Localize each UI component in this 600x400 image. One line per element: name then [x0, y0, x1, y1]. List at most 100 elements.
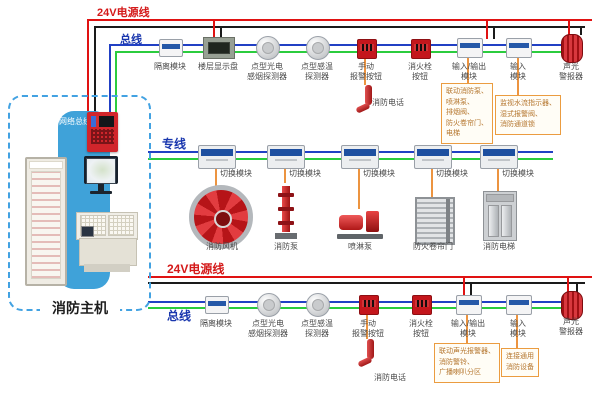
pump-flange	[278, 221, 294, 225]
isolation-module-icon	[159, 39, 183, 57]
phone-foot	[357, 356, 373, 368]
elevator-label: 消防电梯	[483, 242, 515, 251]
fire-roll-door-icon	[415, 197, 455, 245]
io-module-label: 输入/输出 模块	[450, 319, 486, 339]
control-cabinet-icon	[25, 157, 67, 286]
heat-detector-icon	[306, 36, 330, 60]
monitor-base	[90, 191, 112, 194]
module-slot	[275, 159, 297, 161]
fire-phone-label: 消防电话	[372, 98, 404, 107]
module-slot	[422, 159, 444, 161]
fire-pump-label: 消防泵	[274, 242, 298, 251]
input-module-label: 输入 模块	[510, 62, 526, 82]
switch-module-label: 切换模块	[220, 169, 252, 178]
connector-io-note-top	[467, 57, 469, 83]
fire-elevator-icon	[483, 191, 517, 241]
manual-button-label: 手动 报警按钮	[352, 319, 384, 339]
fire-pump-icon	[273, 183, 299, 239]
connector-input-note-top	[517, 57, 519, 95]
button-window	[415, 300, 429, 307]
floor-display-screen	[208, 42, 230, 54]
graphic-workstation-monitor-icon	[84, 156, 118, 196]
hydrant-button-icon	[412, 295, 432, 315]
module-slot	[349, 159, 371, 161]
power-drop-io-top	[486, 19, 488, 39]
button-window	[414, 44, 428, 51]
power-label-bottom: 24V电源线	[167, 262, 225, 276]
neutral-riser-host	[94, 26, 96, 113]
isolation-module-label: 隔离模块	[154, 62, 186, 71]
pump-flange	[278, 193, 294, 197]
power-drop-sounder-bottom	[567, 276, 569, 292]
switch-module-icon	[267, 145, 305, 169]
switch-module-icon	[341, 145, 379, 169]
module-band	[344, 149, 376, 156]
monitor-stand	[98, 184, 104, 191]
connector-spray-pump	[358, 167, 360, 209]
elevator-door	[501, 205, 512, 237]
connector-elevator	[497, 167, 499, 191]
io-module-icon	[457, 38, 483, 58]
power-drop-io-bottom	[463, 276, 465, 296]
switch-module-label: 切换模块	[363, 169, 395, 178]
hydrant-button-label: 消火栓 按钮	[409, 319, 433, 339]
io-module-label: 输入/输出 模块	[451, 62, 487, 82]
fire-fan-icon	[189, 185, 253, 249]
smoke-detector-label: 点型光电 感烟探测器	[247, 62, 287, 82]
manual-button-label: 手动 报警按钮	[350, 62, 382, 82]
io-linkage-note-top: 联动消防泵、 喷淋泵、 排烟阀、 防火卷帘门、 电梯	[441, 83, 493, 144]
module-stripe	[509, 43, 529, 48]
power-line-bottom	[148, 276, 592, 278]
switch-module-icon	[414, 145, 452, 169]
elevator-doors	[488, 205, 512, 237]
neutral-line-top	[95, 26, 585, 28]
module-stripe	[208, 301, 226, 306]
input-monitor-note-top: 监视水流指示器、 湿式报警阀、 消防通道锁	[495, 95, 561, 135]
heat-detector-label: 点型感温 探测器	[301, 319, 333, 339]
hydrant-button-icon	[411, 39, 431, 59]
switch-module-label: 切换模块	[502, 169, 534, 178]
phone-handle	[367, 339, 374, 359]
manual-alarm-button-icon	[359, 295, 379, 315]
bus-line-green-top	[116, 51, 576, 53]
elevator-indicator	[486, 194, 514, 202]
pump-base	[275, 233, 297, 239]
pump-head	[366, 211, 379, 232]
power-drop-sounder-top	[568, 19, 570, 35]
manual-alarm-button-icon	[357, 39, 377, 59]
connector-io-note-bottom	[466, 313, 468, 343]
connector-phone-top	[364, 57, 366, 85]
dedicated-line-label: 专线	[162, 137, 187, 151]
fire-alarm-panel-icon	[87, 112, 118, 152]
hydrant-button-label: 消火栓 按钮	[408, 62, 432, 82]
io-module-icon	[456, 295, 482, 315]
neutral-line-bottom	[148, 282, 585, 284]
smoke-detector-icon	[256, 36, 280, 60]
isolation-module-label: 隔离模块	[200, 319, 232, 328]
bus-blue-riser-host	[109, 44, 111, 113]
floor-display-label: 楼层显示盘	[198, 62, 238, 71]
power-riser-host	[87, 19, 89, 113]
bus-green-riser-host	[115, 51, 117, 113]
connector-fan	[215, 167, 217, 186]
fire-host-title: 消防主机	[40, 298, 120, 318]
fire-phone-icon	[355, 85, 374, 114]
spray-pump-icon	[337, 209, 383, 239]
cabinet-modules	[31, 171, 61, 279]
isolation-module-icon	[205, 296, 229, 314]
console-screen	[81, 226, 94, 237]
pump-base	[337, 234, 383, 239]
switch-module-label: 切换模块	[436, 169, 468, 178]
sounder-strobe-icon	[561, 291, 583, 320]
bus-label-bottom: 总线	[167, 309, 192, 323]
module-stripe	[509, 300, 529, 305]
panel-buttons	[91, 129, 114, 144]
heat-detector-label: 点型感温 探测器	[301, 62, 333, 82]
switch-module-icon	[198, 145, 236, 169]
module-stripe	[460, 43, 480, 48]
console-body	[79, 238, 137, 266]
smoke-detector-label: 点型光电 感烟探测器	[248, 319, 288, 339]
power-drop-floor-display	[213, 19, 215, 38]
heat-detector-icon	[306, 293, 330, 317]
